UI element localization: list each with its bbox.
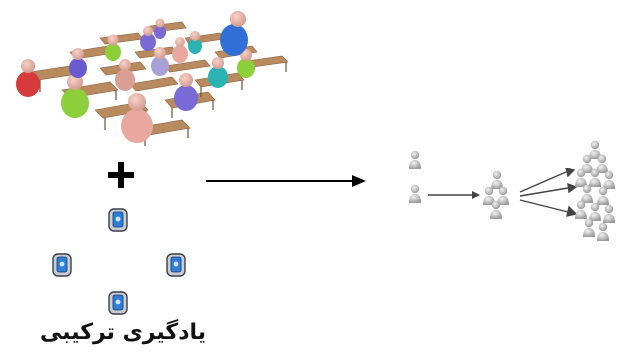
right-arrow-icon [206, 174, 366, 188]
classroom-illustration [16, 11, 289, 146]
right-arrow-icon [428, 191, 480, 199]
people-network [400, 140, 618, 250]
person-icon [408, 150, 422, 170]
person-icon [602, 204, 616, 224]
mobile-phone-icon [108, 208, 128, 232]
fan-arrows [519, 168, 578, 217]
person-icon [574, 200, 588, 220]
mobile-phone-icon [108, 291, 128, 315]
person-icon [582, 218, 596, 238]
person-icon [596, 222, 610, 242]
plus-icon [106, 160, 136, 190]
person-icon [489, 200, 503, 220]
mobile-phone-icon [166, 253, 186, 277]
caption: یادگیری ترکیبی [39, 320, 207, 345]
person-icon [408, 184, 422, 204]
mobile-phone-icon [52, 253, 72, 277]
